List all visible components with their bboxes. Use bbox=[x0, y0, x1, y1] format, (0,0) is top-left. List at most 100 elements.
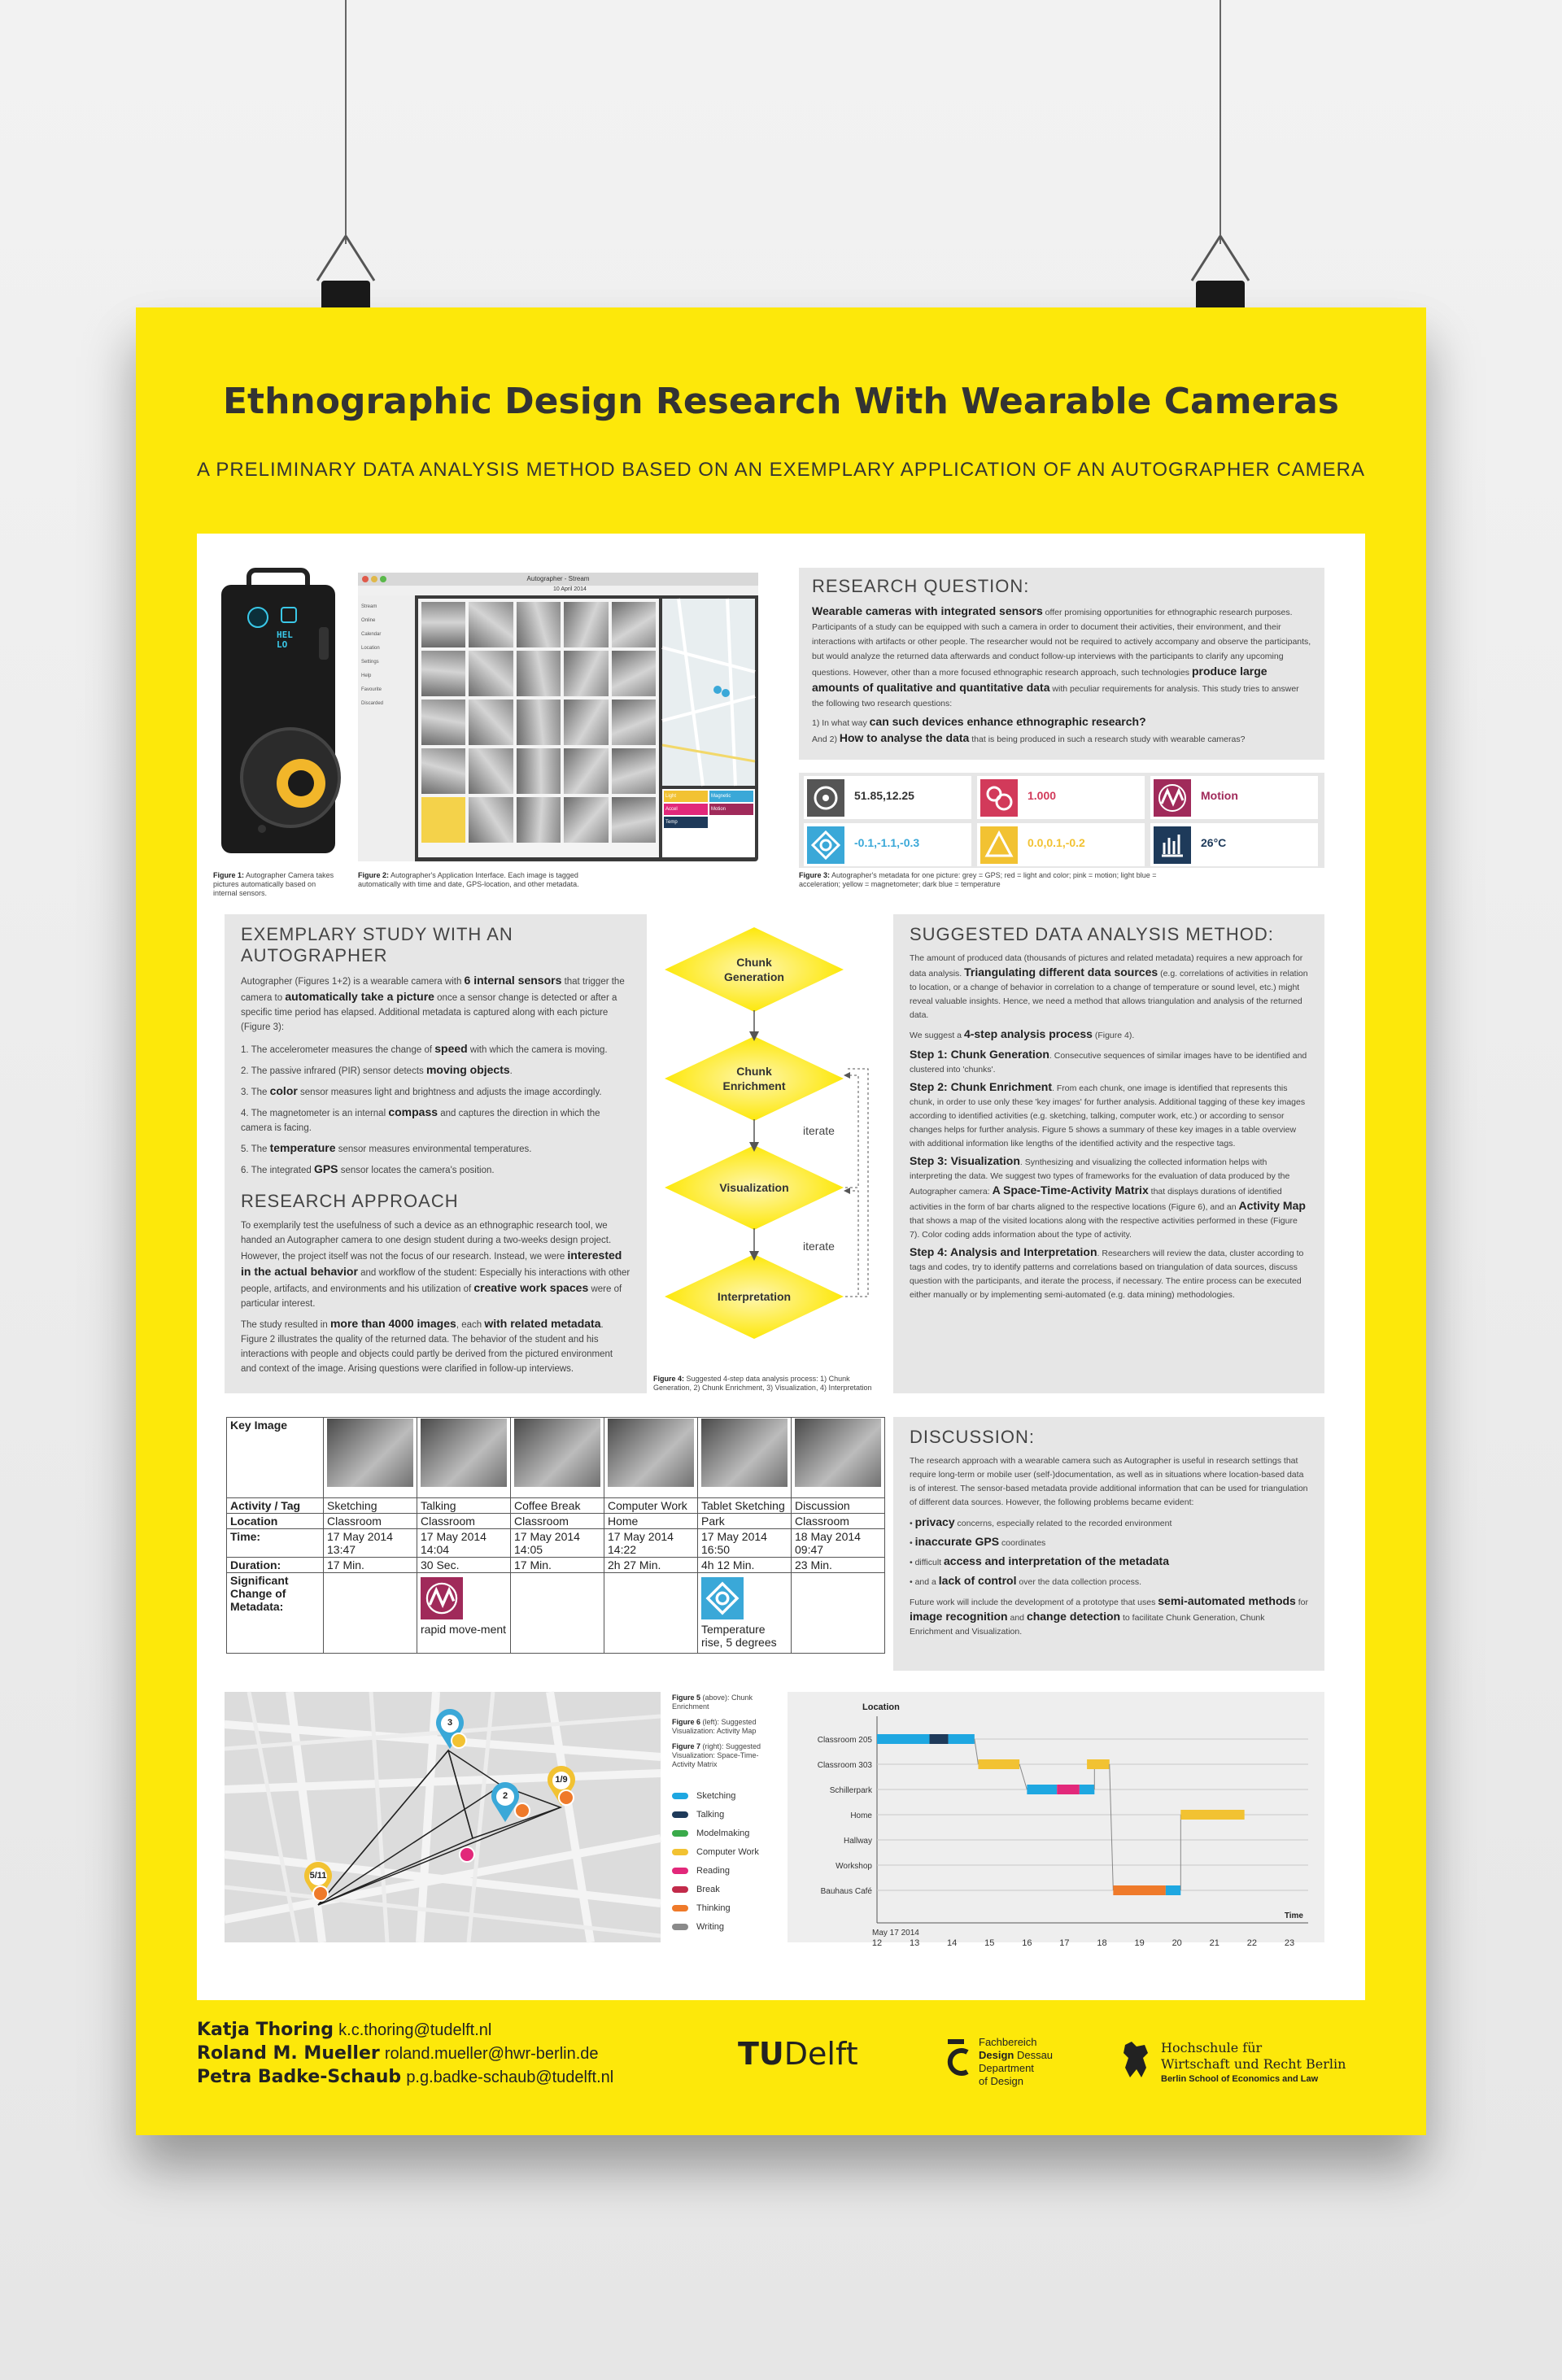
activity-bar[interactable] bbox=[929, 1734, 949, 1744]
table-cell: 4h 12 Min. bbox=[697, 1557, 792, 1573]
map-pin-icon[interactable]: 3 bbox=[434, 1708, 465, 1750]
thumbnail-image[interactable] bbox=[564, 700, 609, 745]
table-cell bbox=[510, 1572, 604, 1654]
key-image[interactable] bbox=[514, 1419, 600, 1487]
thumbnail-image[interactable] bbox=[516, 651, 561, 696]
dessau-mark-icon bbox=[947, 2039, 969, 2076]
window-close-icon[interactable] bbox=[362, 576, 369, 582]
map-pin-icon[interactable]: 1/9 bbox=[546, 1765, 577, 1807]
key-image[interactable] bbox=[701, 1419, 788, 1487]
sidebar-item[interactable]: Favourite bbox=[361, 687, 382, 692]
thumbnail-image[interactable] bbox=[421, 748, 466, 794]
key-image[interactable] bbox=[327, 1419, 413, 1487]
table-row: Duration:17 Min.30 Sec.17 Min.2h 27 Min.… bbox=[226, 1557, 885, 1573]
activity-bar[interactable] bbox=[877, 1734, 930, 1744]
legend-swatch bbox=[672, 1849, 688, 1856]
key-image[interactable] bbox=[795, 1419, 881, 1487]
sidebar-item[interactable]: Calendar bbox=[361, 632, 382, 637]
map-pin-icon[interactable]: 2 bbox=[490, 1781, 521, 1824]
table-cell: 17 May 2014 14:22 bbox=[604, 1528, 698, 1558]
thumbnail-image[interactable] bbox=[611, 602, 656, 647]
sidebar-item[interactable]: Help bbox=[361, 673, 372, 678]
table-cell: 17 May 2014 14:04 bbox=[417, 1528, 511, 1558]
key-image-cell bbox=[510, 1417, 604, 1498]
thumbnail-image[interactable] bbox=[516, 748, 561, 794]
x-tick-label: 18 bbox=[1097, 1938, 1106, 1948]
thumbnail-image[interactable] bbox=[611, 651, 656, 696]
thumbnail-image[interactable] bbox=[516, 700, 561, 745]
thumbnail-image[interactable] bbox=[564, 651, 609, 696]
legend-item: Sketching bbox=[672, 1791, 735, 1801]
thumbnail-image[interactable] bbox=[564, 797, 609, 843]
key-image[interactable] bbox=[608, 1419, 694, 1487]
map-pin-icon[interactable]: 5/11 bbox=[303, 1861, 334, 1903]
thumbnail-image[interactable] bbox=[421, 602, 466, 647]
thumbnail-image[interactable] bbox=[469, 797, 513, 843]
metadata-value: 0.0,0.1,-0.2 bbox=[1028, 836, 1085, 849]
sensor-list-item: 1. The accelerometer measures the change… bbox=[241, 1042, 608, 1055]
study-heading: EXEMPLARY STUDY WITH AN AUTOGRAPHER bbox=[241, 924, 513, 966]
sidebar-item[interactable]: Location bbox=[361, 646, 380, 651]
window-minimize-icon[interactable] bbox=[371, 576, 377, 582]
x-tick-label: 22 bbox=[1247, 1938, 1257, 1948]
table-cell: Coffee Break bbox=[510, 1497, 604, 1514]
thumbnail-image[interactable] bbox=[469, 748, 513, 794]
discussion-panel: DISCUSSION: The research approach with a… bbox=[893, 1417, 1324, 1671]
sidebar-item[interactable]: Stream bbox=[361, 604, 377, 609]
legend-swatch bbox=[672, 1886, 688, 1894]
thumbnail-image[interactable] bbox=[469, 651, 513, 696]
thumbnail-image[interactable] bbox=[611, 700, 656, 745]
activity-bar[interactable] bbox=[1180, 1810, 1245, 1820]
legend-item: Break bbox=[672, 1885, 720, 1894]
sidebar-item[interactable]: Settings bbox=[361, 660, 379, 665]
thumbnail-image[interactable] bbox=[564, 602, 609, 647]
activity-bar[interactable] bbox=[1087, 1759, 1110, 1769]
question-2: And 2) How to analyse the data that is b… bbox=[812, 731, 1246, 744]
metadata-item: -0.1,-1.1,-0.3 bbox=[804, 823, 971, 866]
activity-bar[interactable] bbox=[948, 1734, 975, 1744]
key-image[interactable] bbox=[421, 1419, 507, 1487]
activity-bar[interactable] bbox=[1079, 1785, 1095, 1794]
thumbnail-image[interactable] bbox=[611, 797, 656, 843]
research-question-panel: RESEARCH QUESTION: Wearable cameras with… bbox=[799, 568, 1324, 760]
figure-5-caption: Figure 5 (above): Chunk Enrichment bbox=[672, 1693, 753, 1711]
activity-bar[interactable] bbox=[1113, 1885, 1166, 1895]
thumbnail-image[interactable] bbox=[516, 602, 561, 647]
activity-bar[interactable] bbox=[1027, 1785, 1058, 1794]
step-diamond-2 bbox=[665, 1036, 844, 1121]
method-step-2: Step 2: Chunk Enrichment. From each chun… bbox=[910, 1080, 1306, 1149]
window-zoom-icon[interactable] bbox=[380, 576, 386, 582]
discussion-bullet: • privacy concerns, especially related t… bbox=[910, 1515, 1172, 1528]
thumbnail-image[interactable] bbox=[469, 602, 513, 647]
y-axis-label: Location bbox=[862, 1702, 900, 1712]
activity-bar[interactable] bbox=[978, 1759, 1020, 1769]
thumbnail-image[interactable] bbox=[421, 700, 466, 745]
thumbnail-image[interactable] bbox=[516, 797, 561, 843]
activity-bar[interactable] bbox=[1165, 1885, 1181, 1895]
research-question-text: Wearable cameras with integrated sensors… bbox=[812, 604, 1311, 708]
table-cell: 17 May 2014 13:47 bbox=[323, 1528, 417, 1558]
map-pin-label: 2 bbox=[502, 1791, 508, 1801]
activity-bar[interactable] bbox=[1057, 1785, 1080, 1794]
thumbnail-image[interactable] bbox=[469, 700, 513, 745]
author-email[interactable]: roland.mueller@hwr-berlin.de bbox=[384, 2045, 599, 2063]
sidebar-item[interactable]: Discarded bbox=[361, 701, 384, 706]
thumbnail-image[interactable] bbox=[611, 748, 656, 794]
poster-title: Ethnographic Design Research With Wearab… bbox=[223, 381, 1339, 422]
process-step-label: Interpretation bbox=[717, 1290, 792, 1303]
metadata-value: 51.85,12.25 bbox=[854, 789, 914, 802]
motion-icon bbox=[421, 1577, 463, 1619]
sidebar-item[interactable]: Online bbox=[361, 618, 376, 623]
x-tick-label: 19 bbox=[1134, 1938, 1144, 1948]
table-cell: 18 May 2014 09:47 bbox=[791, 1528, 885, 1558]
metadata-value: -0.1,-1.1,-0.3 bbox=[854, 836, 920, 849]
thumbnail-image[interactable] bbox=[421, 797, 466, 843]
author-email[interactable]: p.g.badke-schaub@tudelft.nl bbox=[406, 2068, 614, 2086]
discussion-paragraph-2: Future work will include the development… bbox=[910, 1594, 1309, 1637]
thumbnail-image[interactable] bbox=[564, 748, 609, 794]
table-cell: 17 May 2014 16:50 bbox=[697, 1528, 792, 1558]
author-email[interactable]: k.c.thoring@tudelft.nl bbox=[338, 2021, 492, 2039]
thumbnail-image[interactable] bbox=[421, 651, 466, 696]
x-tick-label: 13 bbox=[910, 1938, 919, 1948]
